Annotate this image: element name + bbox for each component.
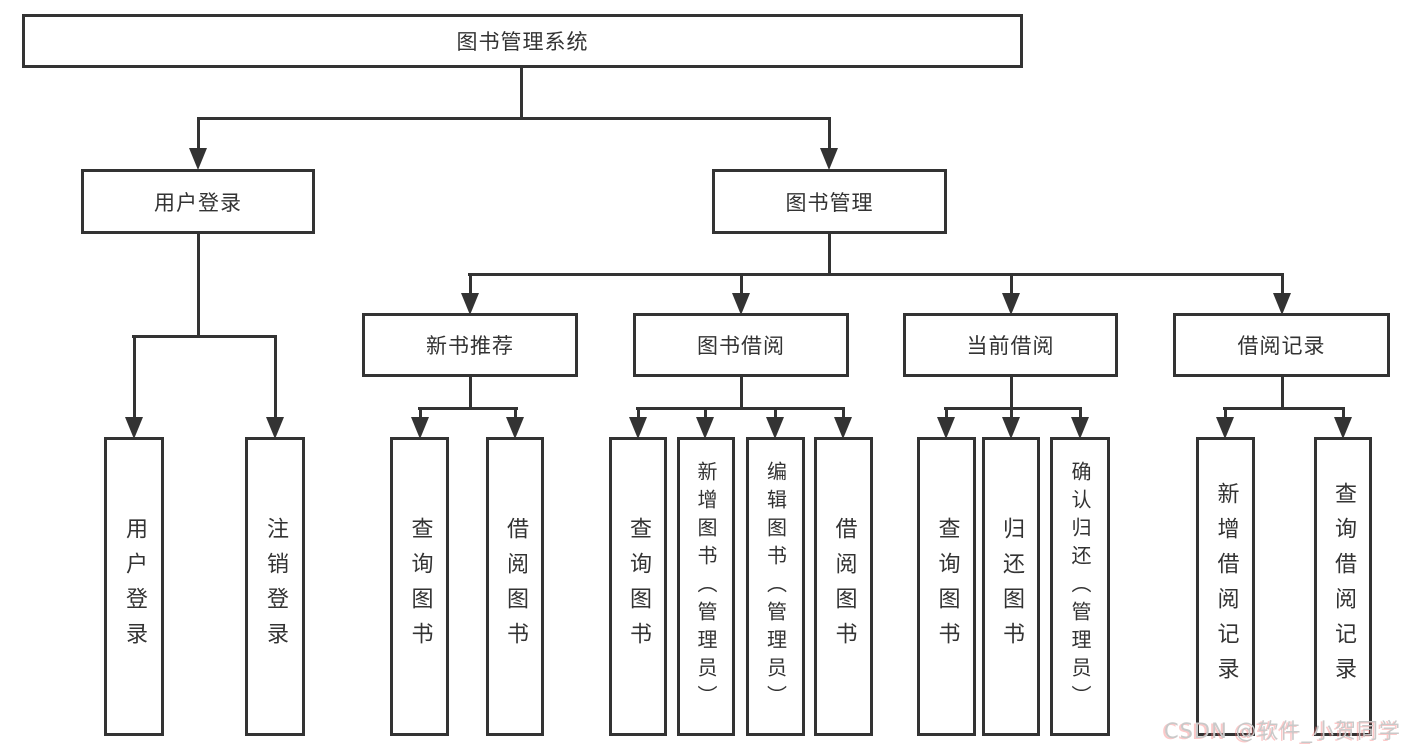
connector-drop-book-management xyxy=(828,117,831,150)
leaf-bb-borrow-books-label: 借阅图书 xyxy=(831,516,857,657)
leaf-bb-edit-books-label: 编辑图书（管理员） xyxy=(763,460,788,713)
connector-level1-branch xyxy=(197,117,831,120)
leaf-cb-confirm-return-label: 确认归还（管理员） xyxy=(1068,460,1092,713)
arrowhead-into-leaf-user-login xyxy=(125,417,143,439)
leaf-nb-query-books: 查询图书 xyxy=(390,437,449,736)
connector-drop-leaf-logout xyxy=(274,335,277,419)
arrowhead-into-cb-return xyxy=(1002,417,1020,439)
connector-drop-bb-add xyxy=(704,407,707,419)
node-book-management: 图书管理 xyxy=(712,169,947,234)
connector-current-borrow-stem xyxy=(1010,377,1013,410)
connector-drop-user-login xyxy=(197,117,200,150)
leaf-bb-borrow-books: 借阅图书 xyxy=(814,437,873,736)
leaf-br-query-record-label: 查询借阅记录 xyxy=(1331,481,1356,692)
arrowhead-into-leaf-logout xyxy=(266,417,284,439)
leaf-bb-add-books-label: 新增图书（管理员） xyxy=(694,460,718,713)
connector-user-login-stem xyxy=(197,234,200,338)
connector-borrow-records-branch xyxy=(1223,407,1345,410)
connector-current-borrow-branch xyxy=(944,407,1082,410)
node-user-login: 用户登录 xyxy=(81,169,315,234)
connector-new-book-recommend-stem xyxy=(469,377,472,410)
leaf-br-query-record: 查询借阅记录 xyxy=(1314,437,1372,736)
arrowhead-into-bb-query xyxy=(629,417,647,439)
arrowhead-into-borrow-records xyxy=(1273,293,1291,315)
leaf-cb-return-books-label: 归还图书 xyxy=(999,516,1024,657)
arrowhead-into-book-management xyxy=(820,148,838,170)
connector-drop-leaf-user-login xyxy=(133,335,136,419)
arrowhead-into-cb-confirm xyxy=(1071,417,1089,439)
leaf-cb-confirm-return: 确认归还（管理员） xyxy=(1050,437,1110,736)
arrowhead-into-cb-query xyxy=(937,417,955,439)
node-new-book-recommend: 新书推荐 xyxy=(362,313,578,377)
connector-drop-bb-borrow xyxy=(842,407,845,419)
connector-book-management-stem xyxy=(828,234,831,276)
leaf-cb-query-books-label: 查询图书 xyxy=(934,516,960,657)
leaf-bb-query-books: 查询图书 xyxy=(609,437,667,736)
arrowhead-into-br-add xyxy=(1216,417,1234,439)
leaf-nb-query-books-label: 查询图书 xyxy=(407,516,433,657)
node-user-login-label: 用户登录 xyxy=(154,190,242,215)
connector-borrow-records-stem xyxy=(1281,377,1284,410)
connector-drop-br-add xyxy=(1224,407,1227,419)
connector-drop-nb-borrow xyxy=(514,407,517,419)
node-root-label: 图书管理系统 xyxy=(456,30,589,54)
node-current-borrow: 当前借阅 xyxy=(903,313,1118,377)
node-root-library-management-system: 图书管理系统 xyxy=(22,14,1023,68)
node-book-management-label: 图书管理 xyxy=(785,190,874,215)
connector-drop-cb-query xyxy=(945,407,948,419)
connector-drop-borrow-records xyxy=(1281,273,1284,295)
connector-drop-book-borrow xyxy=(740,273,743,295)
connector-drop-nb-query xyxy=(419,407,422,419)
watermark: CSDN @软件_小贺同学 xyxy=(1163,719,1401,743)
node-borrow-records: 借阅记录 xyxy=(1173,313,1390,377)
connector-drop-bb-edit xyxy=(774,407,777,419)
leaf-logout: 注销登录 xyxy=(245,437,305,736)
node-current-borrow-label: 当前借阅 xyxy=(966,334,1055,358)
node-new-book-recommend-label: 新书推荐 xyxy=(426,334,514,358)
arrowhead-into-br-query xyxy=(1334,417,1352,439)
arrowhead-into-bb-add xyxy=(696,417,714,439)
arrowhead-into-user-login xyxy=(189,148,207,170)
leaf-user-login-label: 用户登录 xyxy=(122,516,147,657)
arrowhead-into-bb-borrow xyxy=(834,417,852,439)
leaf-bb-add-books: 新增图书（管理员） xyxy=(677,437,735,736)
connector-drop-bb-query xyxy=(637,407,640,419)
leaf-bb-edit-books: 编辑图书（管理员） xyxy=(746,437,805,736)
connector-new-book-recommend-branch xyxy=(418,407,518,410)
connector-book-borrow-stem xyxy=(740,377,743,410)
connector-drop-cb-return xyxy=(1010,407,1013,419)
connector-drop-new-book-recommend xyxy=(469,273,472,295)
leaf-cb-query-books: 查询图书 xyxy=(917,437,976,736)
connector-book-borrow-branch xyxy=(636,407,845,410)
connector-drop-current-borrow xyxy=(1010,273,1013,295)
leaf-br-add-record: 新增借阅记录 xyxy=(1196,437,1255,736)
connector-root-stem xyxy=(520,68,523,120)
connector-drop-br-query xyxy=(1342,407,1345,419)
node-book-borrow-label: 图书借阅 xyxy=(697,334,785,358)
arrowhead-into-new-book-recommend xyxy=(461,293,479,315)
connector-level3-branch xyxy=(468,273,1284,276)
connector-user-login-branch xyxy=(132,335,277,338)
arrowhead-into-nb-borrow xyxy=(506,417,524,439)
node-book-borrow: 图书借阅 xyxy=(633,313,849,377)
arrowhead-into-nb-query xyxy=(411,417,429,439)
leaf-user-login: 用户登录 xyxy=(104,437,164,736)
leaf-logout-label: 注销登录 xyxy=(263,516,288,657)
arrowhead-into-current-borrow xyxy=(1002,293,1020,315)
leaf-br-add-record-label: 新增借阅记录 xyxy=(1213,481,1239,692)
node-borrow-records-label: 借阅记录 xyxy=(1237,334,1326,358)
leaf-bb-query-books-label: 查询图书 xyxy=(626,516,651,657)
arrowhead-into-bb-edit xyxy=(766,417,784,439)
leaf-nb-borrow-books-label: 借阅图书 xyxy=(503,516,528,657)
leaf-nb-borrow-books: 借阅图书 xyxy=(486,437,544,736)
arrowhead-into-book-borrow xyxy=(732,293,750,315)
connector-drop-cb-confirm xyxy=(1079,407,1082,419)
leaf-cb-return-books: 归还图书 xyxy=(982,437,1040,736)
